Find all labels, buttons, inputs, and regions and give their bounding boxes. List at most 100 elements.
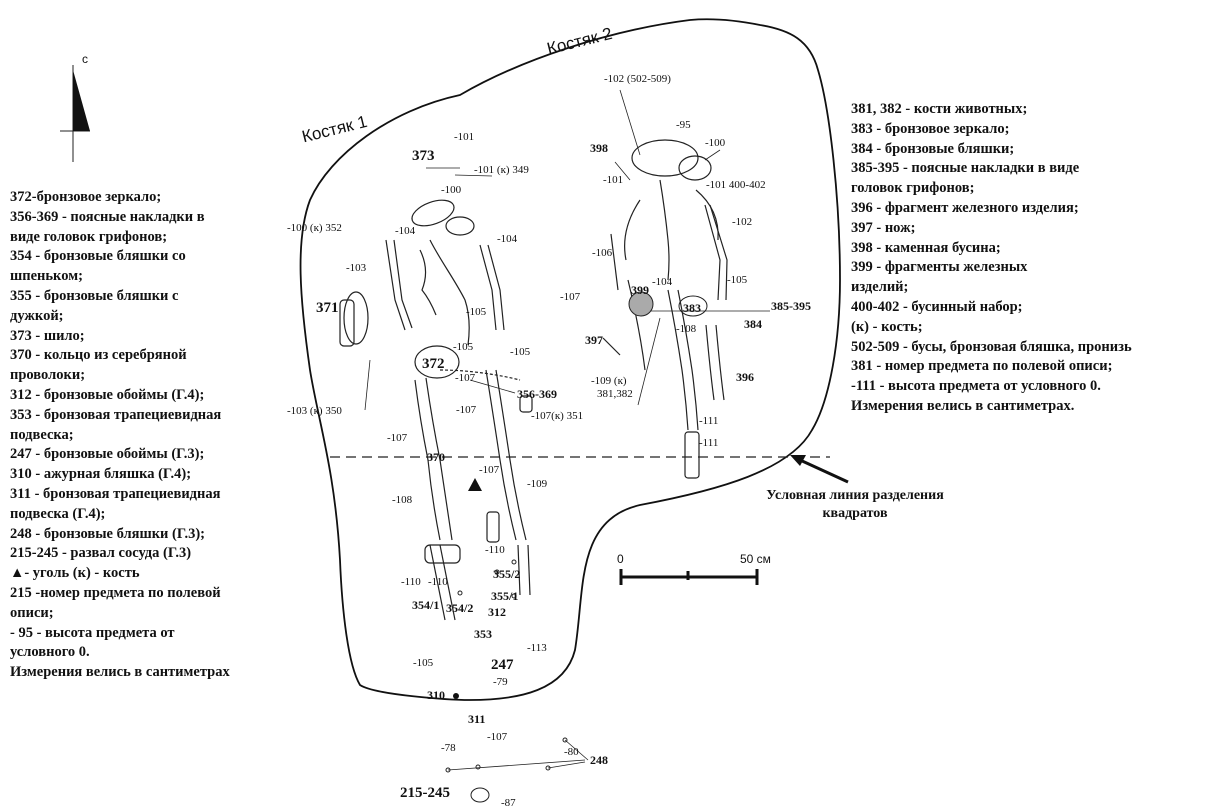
legend-left-line: ▲- уголь (к) - кость [10, 565, 140, 582]
legend-left-line: Измерения велись в сантиметрах [10, 664, 230, 681]
label-105b: -105 [727, 274, 748, 286]
label-106: -106 [592, 247, 613, 259]
legend-right-line: -111 - высота предмета от условного 0. [851, 378, 1101, 395]
legend-left-line: дужкой; [10, 307, 64, 324]
label-355-2: 355/2 [493, 567, 521, 581]
label-108a: -108 [392, 494, 413, 506]
label-396: 396 [736, 370, 754, 384]
label-356: 356-369 [517, 387, 557, 401]
legend-right-line: 399 - фрагменты железных [851, 259, 1028, 276]
legend-left-line: 356-369 - поясные накладки в [10, 208, 205, 225]
label-353: 353 [474, 627, 492, 641]
label-102: -102 [732, 216, 753, 228]
legend-right-line: 385-395 - поясные накладки в виде [851, 160, 1080, 177]
legend-left-line: 353 - бронзовая трапециевидная [10, 406, 222, 423]
label-102-502: -102 (502-509) [604, 73, 671, 85]
legend-left-line: проволоки; [10, 367, 86, 384]
division-caption-line-1: Условная линия разделения [766, 488, 944, 503]
north-arrow-icon [60, 65, 90, 162]
legend-left-line: 373 - шило; [10, 327, 85, 344]
label-101k: -101 (к) 349 [474, 164, 529, 176]
label-87: -87 [501, 797, 516, 809]
label-107a: -107 [455, 372, 476, 384]
legend-left-line: 370 - кольцо из серебряной [10, 347, 187, 364]
label-107c: -107 [456, 404, 477, 416]
legend-right: 381, 382 - кости животных;383 - бронзово… [851, 100, 1132, 417]
legend-left: 372-бронзовое зеркало; 356-369 - поясные … [10, 188, 230, 683]
label-385: 385-395 [771, 299, 811, 313]
label-108b: -108 [676, 323, 697, 335]
label-104a: -104 [395, 225, 416, 237]
label-95: -95 [676, 119, 691, 131]
legend-right-line: Измерения велись в сантиметрах. [851, 397, 1075, 414]
charcoal-icon [468, 478, 482, 491]
label-310: 310 [427, 688, 445, 702]
label-370: 370 [427, 450, 445, 464]
label-399: 399 [631, 283, 649, 297]
leader-lines [364, 89, 770, 771]
label-110b: -110 [401, 576, 421, 588]
label-311: 311 [468, 712, 486, 726]
legend-right-line: 384 - бронзовые бляшки; [851, 140, 1015, 157]
legend-left-line: виде головок грифонов; [10, 228, 168, 245]
label-113: -113 [527, 642, 547, 654]
legend-left-line: 248 - бронзовые бляшки (Г.3); [10, 525, 205, 542]
legend-right-line: 396 - фрагмент железного изделия; [851, 199, 1079, 216]
label-312: 312 [488, 605, 506, 619]
legend-left-line: - 95 - высота предмета от [10, 624, 175, 641]
label-101-400: -101 400-402 [706, 179, 766, 191]
label-104c: -104 [497, 233, 518, 245]
north-label: c [82, 52, 88, 66]
legend-left-line: 354 - бронзовые бляшки со [10, 248, 186, 265]
division-arrow-icon [790, 455, 849, 484]
grave-outline [299, 18, 841, 701]
label-247: 247 [491, 657, 514, 673]
label-79: -79 [493, 676, 508, 688]
label-107e: -107 [479, 464, 500, 476]
label-371: 371 [316, 300, 339, 316]
label-109: -109 [527, 478, 548, 490]
legend-right-line: 383 - бронзовое зеркало; [851, 120, 1010, 137]
label-100k: -100 (к) 352 [287, 222, 342, 234]
label-107k: -107(к) 351 [531, 410, 584, 422]
legend-left-line: 312 - бронзовые обоймы (Г.4); [10, 386, 205, 403]
legend-right-line: 381 - номер предмета по полевой описи; [851, 358, 1113, 375]
label-109k: -109 (к) [591, 375, 627, 387]
scale-end-label: 50 см [740, 552, 771, 566]
division-caption: Условная линия разделения квадратов [725, 487, 985, 523]
label-105c: -105 [453, 341, 474, 353]
label-372: 372 [422, 356, 445, 372]
label-103: -103 [346, 262, 367, 274]
legend-right-line: изделий; [851, 279, 909, 296]
label-398: 398 [590, 141, 608, 155]
label-110c: -110 [428, 576, 448, 588]
legend-right-line: 502-509 - бусы, бронзовая бляшка, прониз… [851, 338, 1132, 355]
label-383: 383 [683, 301, 701, 315]
legend-left-line: 247 - бронзовые обоймы (Г.3); [10, 446, 205, 463]
legend-left-line: 215 -номер предмета по полевой [10, 584, 221, 601]
legend-left-line: подвеска (Г.4); [10, 505, 106, 522]
legend-left-line: шпеньком; [10, 268, 83, 285]
label-107d: -107 [387, 432, 408, 444]
label-384: 384 [744, 317, 762, 331]
label-104b: -104 [652, 276, 673, 288]
label-354-2: 354/2 [446, 601, 474, 615]
legend-right-line: головок грифонов; [851, 180, 975, 197]
label-107f: -107 [487, 731, 508, 743]
legend-left-line: 355 - бронзовые бляшки с [10, 287, 179, 304]
label-100a: -100 [441, 184, 462, 196]
legend-right-line: 397 - нож; [851, 219, 916, 236]
label-105a: -105 [466, 306, 487, 318]
legend-right-line: (к) - кость; [851, 318, 923, 335]
label-354-1: 354/1 [412, 598, 440, 612]
label-100b: -100 [705, 137, 726, 149]
label-103k: -103 (к) 350 [287, 405, 342, 417]
label-80: -80 [564, 746, 579, 758]
legend-left-line: 372-бронзовое зеркало; [10, 189, 162, 205]
legend-left-line: условного 0. [10, 644, 90, 661]
label-101a: -101 [454, 131, 475, 143]
division-caption-line-2: квадратов [822, 506, 888, 521]
iron-fragments-marker [628, 291, 654, 317]
legend-left-line: описи; [10, 604, 54, 621]
label-111a: -111 [699, 415, 719, 427]
